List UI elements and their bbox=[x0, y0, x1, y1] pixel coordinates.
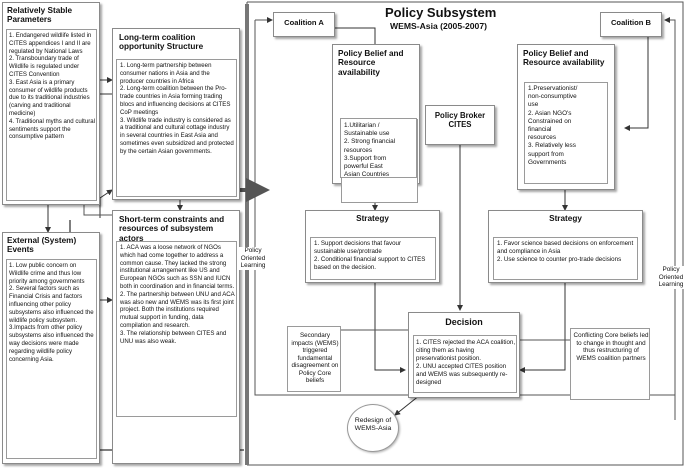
arrow-external-to-longterm bbox=[99, 189, 113, 218]
secondary-impacts-box: Secondary impacts (WEMS) triggered funda… bbox=[287, 326, 341, 392]
longterm-structure-text: 1. Long-term partnership between consume… bbox=[120, 62, 234, 155]
arrow-coalitionB-to-belief bbox=[624, 27, 655, 131]
strategy-a-box: Strategy 1. Support decisions that favou… bbox=[305, 210, 440, 283]
subsystem-frame bbox=[246, 1, 684, 466]
policy-broker-label: Policy Broker CITES bbox=[434, 111, 486, 129]
feedback-left-loop bbox=[254, 20, 408, 396]
decision-box: Decision 1. CITES rejected the ACA coali… bbox=[408, 312, 520, 398]
strategy-a-text: 1. Support decisions that favour sustain… bbox=[314, 240, 426, 271]
longterm-structure-box: Long-term coalition opportunity Structur… bbox=[112, 28, 240, 200]
policy-learning-left-label: Policy Oriented Learning bbox=[238, 247, 268, 271]
coalition-b-belief-card: 1.Preservationist/ non-consumptive use 2… bbox=[524, 82, 608, 184]
coalition-a-belief-card-text: 1.Utilitarian / Sustainable use 2. Stron… bbox=[344, 122, 396, 179]
decision-title: Decision bbox=[445, 317, 483, 327]
strategy-b-title: Strategy bbox=[549, 214, 582, 223]
redesign-circle: Redesign of WEMS-Asia bbox=[347, 404, 399, 452]
strategy-b-box: Strategy 1. Favor science based decision… bbox=[488, 210, 643, 283]
coalition-b-belief-title: Policy Belief and Resource availability bbox=[523, 49, 605, 68]
strategy-a-inner: 1. Support decisions that favour sustain… bbox=[310, 237, 436, 280]
strategy-b-text: 1. Favor science based decisions on enfo… bbox=[497, 240, 634, 263]
shortterm-constraints-box: Short-term constraints and resources of … bbox=[112, 210, 240, 464]
coalition-b-belief-text: 1.Preservationist/ non-consumptive use 2… bbox=[528, 85, 578, 166]
stable-parameters-title: Relatively Stable Parameters bbox=[7, 6, 73, 25]
stable-parameters-text: 1. Endangered wildlife listed in CITES a… bbox=[9, 32, 96, 141]
arrow-decision-to-redesign bbox=[394, 394, 421, 416]
secondary-impacts-text: Secondary impacts (WEMS) triggered funda… bbox=[291, 332, 339, 385]
strategy-a-title: Strategy bbox=[356, 214, 389, 223]
coalition-a-box: Coalition A bbox=[273, 12, 335, 37]
external-events-box: External (System) Events 1. Low public c… bbox=[2, 232, 100, 464]
external-events-inner: 1. Low public concern on Wildlife crime … bbox=[6, 259, 97, 459]
longterm-structure-inner: 1. Long-term partnership between consume… bbox=[116, 59, 237, 197]
arrow-strategyA-to-decision bbox=[374, 283, 406, 373]
shortterm-constraints-inner: 1. ACA was a loose network of NGOs which… bbox=[116, 241, 237, 417]
conflicting-beliefs-text: Conflicting Core beliefs led to change i… bbox=[573, 332, 649, 362]
feedback-right-loop bbox=[664, 17, 676, 420]
coalition-a-label: Coalition A bbox=[284, 18, 324, 27]
stable-parameters-box: Relatively Stable Parameters 1. Endanger… bbox=[2, 2, 100, 205]
feedback-left-line-2 bbox=[83, 205, 120, 216]
external-events-text: 1. Low public concern on Wildlife crime … bbox=[9, 262, 94, 363]
policy-learning-right-label: Policy Oriented Learning bbox=[655, 266, 685, 290]
stable-parameters-inner: 1. Endangered wildlife listed in CITES a… bbox=[6, 29, 97, 201]
shortterm-constraints-text: 1. ACA was a loose network of NGOs which… bbox=[120, 244, 235, 345]
decision-text: 1. CITES rejected the ACA coalition, cit… bbox=[416, 339, 516, 386]
longterm-structure-title: Long-term coalition opportunity Structur… bbox=[119, 33, 204, 52]
decision-inner: 1. CITES rejected the ACA coalition, cit… bbox=[413, 335, 517, 393]
coalition-b-box: Coalition B bbox=[600, 12, 662, 37]
subsystem-title: Policy Subsystem bbox=[385, 5, 497, 20]
coalition-b-label: Coalition B bbox=[610, 18, 652, 27]
conflicting-beliefs-box: Conflicting Core beliefs led to change i… bbox=[570, 328, 650, 400]
strategy-b-inner: 1. Favor science based decisions on enfo… bbox=[493, 237, 638, 280]
coalition-a-belief-title: Policy Belief and Resource availability bbox=[338, 49, 404, 77]
redesign-label: Redesign of WEMS-Asia bbox=[354, 417, 392, 433]
subsystem-subtitle: WEMS-Asia (2005-2007) bbox=[390, 21, 487, 31]
external-events-title: External (System) Events bbox=[7, 236, 77, 255]
shortterm-constraints-title: Short-term constraints and resources of … bbox=[119, 215, 225, 243]
arrow-strategyB-to-decision bbox=[519, 283, 566, 373]
policy-broker-box: Policy Broker CITES bbox=[425, 105, 495, 145]
coalition-a-belief-card: 1.Utilitarian / Sustainable use 2. Stron… bbox=[340, 118, 417, 178]
